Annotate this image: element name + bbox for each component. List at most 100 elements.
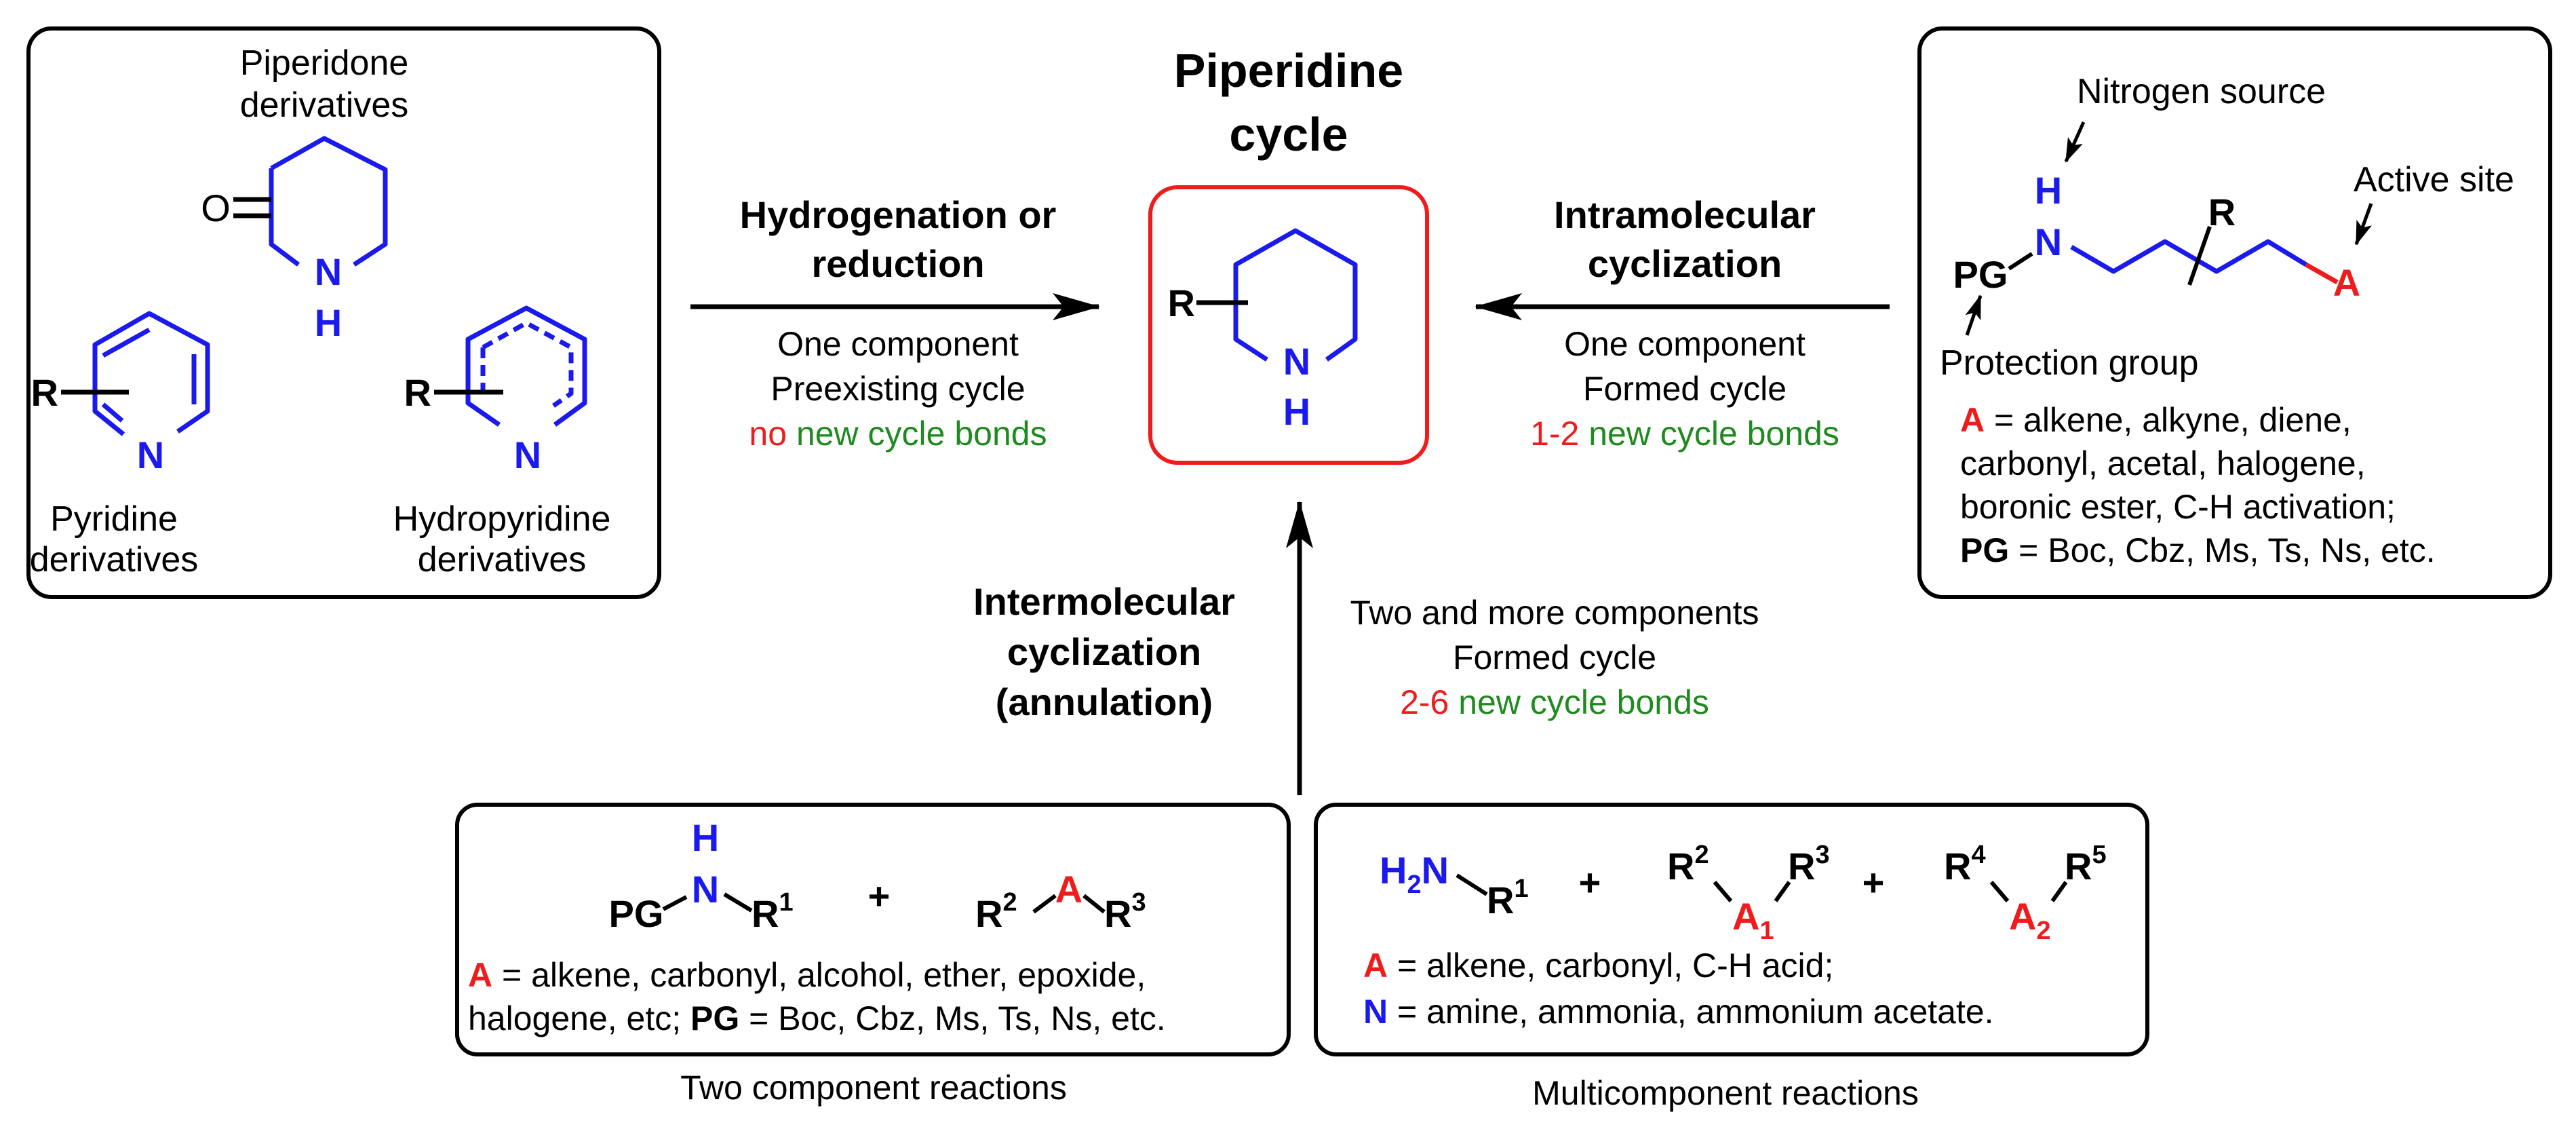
tc-R1: R1: [752, 888, 794, 935]
left-arrow-title-line2: reduction: [811, 242, 984, 285]
piperidone-caption-line2: derivatives: [240, 85, 409, 125]
bottom-arrow-title-line3: (annulation): [996, 681, 1213, 723]
tc-PG-label: PG: [690, 999, 739, 1037]
tc-nitrogen: N: [692, 868, 719, 911]
pyridine-R: R: [31, 371, 58, 414]
pyridine-caption-line2: derivatives: [30, 540, 199, 579]
pyridine-caption-line1: Pyridine: [50, 499, 178, 539]
tc-line2-start: halogene, etc;: [468, 999, 690, 1037]
chain-nitrogen: N: [2035, 221, 2062, 263]
hydropyridine-nitrogen: N: [514, 434, 541, 476]
mc-A1: A1: [1732, 895, 1774, 945]
right-A-label: A: [1960, 401, 1985, 439]
right-PG-definition: PG = Boc, Cbz, Ms, Ts, Ns, etc.: [1960, 531, 2436, 569]
right-arrow-desc-line2: Formed cycle: [1583, 370, 1787, 408]
mc-a1-r3-bond: [1774, 881, 1791, 902]
piperidone-hydrogen: H: [315, 301, 342, 344]
chain-active-A: A: [2333, 261, 2360, 304]
tc-r2-a-bond: [1032, 894, 1057, 914]
piperidine-hydrogen: H: [1283, 390, 1310, 433]
mc-R3: R3: [1788, 841, 1830, 887]
tc-pg-n-bond: [662, 895, 688, 911]
pg-n-bond: [2008, 252, 2033, 271]
right-A-def-line1: = alkene, alkyne, diene,: [1985, 401, 2351, 439]
protection-group-arrow: [1965, 294, 1983, 336]
tc-R3: R3: [1104, 888, 1146, 935]
mc-a2-r5-bond: [2050, 881, 2068, 902]
bottom-arrow-desc-line1: Two and more components: [1350, 594, 1759, 632]
mc-A-label: A: [1363, 947, 1388, 985]
hydropyridine-caption-line2: derivatives: [418, 540, 587, 579]
bottom-arrow-bonds-prefix: 2-6: [1400, 683, 1449, 721]
mc-r4-a2-bond: [1989, 881, 2010, 902]
multicomponent-caption: Multicomponent reactions: [1532, 1074, 1919, 1112]
mc-R4: R4: [1944, 841, 1986, 887]
chain-R: R: [2208, 191, 2236, 233]
hydropyridine-structure: [434, 305, 587, 427]
left-arrow-bonds-suffix: new cycle bonds: [796, 415, 1047, 453]
tc-R2: R2: [975, 888, 1017, 935]
piperidone-nitrogen: N: [315, 250, 342, 293]
protection-group-label: Protection group: [1940, 343, 2199, 383]
mc-N-label: N: [1363, 993, 1388, 1031]
mc-r2-a1-bond: [1713, 881, 1733, 902]
right-PG-def: = Boc, Cbz, Ms, Ts, Ns, etc.: [2009, 531, 2435, 569]
piperidone-caption: Piperidone derivatives: [240, 43, 409, 125]
hydropyridine-caption-line1: Hydropyridine: [393, 499, 611, 539]
bottom-arrow-bonds-suffix: new cycle bonds: [1458, 683, 1709, 721]
piperidine-nitrogen: N: [1283, 340, 1310, 383]
left-arrow-bonds: no new cycle bonds: [749, 415, 1047, 453]
tc-PG-def: = Boc, Cbz, Ms, Ts, Ns, etc.: [739, 999, 1165, 1037]
right-A-definition-line1: A = alkene, alkyne, diene,: [1960, 401, 2351, 439]
tc-A-definition: A = alkene, carbonyl, alcohol, ether, ep…: [468, 956, 1146, 994]
nitrogen-source-arrow: [2064, 121, 2086, 163]
pyridine-nitrogen: N: [137, 434, 164, 476]
mc-A2: A2: [2009, 895, 2051, 945]
mc-plus1: +: [1579, 861, 1601, 904]
mc-N-definition: N = amine, ammonia, ammonium acetate.: [1363, 993, 1994, 1031]
nitrogen-source-label: Nitrogen source: [2077, 72, 2326, 111]
mc-A-def: = alkene, carbonyl, C-H acid;: [1388, 947, 1833, 985]
right-arrow-bonds: 1-2 new cycle bonds: [1530, 415, 1839, 453]
active-site-arrow: [2354, 203, 2373, 246]
chain-R-bond: [2187, 226, 2212, 286]
tc-plus: +: [868, 875, 891, 917]
tc-n-r1-bond: [723, 892, 753, 913]
tc-A-label: A: [468, 956, 492, 994]
right-A-definition-line3: boronic ester, C-H activation;: [1960, 488, 2396, 526]
mc-n-r1-bond: [1456, 873, 1488, 896]
piperidone-caption-line1: Piperidone: [240, 43, 409, 83]
tc-PG: PG: [609, 892, 664, 935]
right-arrow-title-line1: Intramolecular: [1554, 193, 1816, 236]
bottom-arrow-title-line1: Intermolecular: [973, 580, 1235, 623]
two-component-box: [455, 803, 1291, 1056]
left-precursor-box: [26, 26, 661, 599]
chain-hydrogen: H: [2035, 169, 2062, 212]
right-arrow-bonds-suffix: new cycle bonds: [1588, 415, 1839, 453]
right-arrow-bonds-prefix: 1-2: [1530, 415, 1579, 453]
center-title-line2: cycle: [1229, 108, 1348, 161]
tc-hydrogen: H: [692, 816, 719, 859]
chain-PG: PG: [1953, 253, 2008, 296]
carbon-chain: [2070, 239, 2339, 285]
mc-A-definition: A = alkene, carbonyl, C-H acid;: [1363, 947, 1833, 985]
mc-R5: R5: [2065, 841, 2107, 887]
left-arrow-desc-line1: One component: [777, 325, 1019, 363]
mc-plus2: +: [1862, 861, 1885, 904]
piperidone-oxygen: O: [201, 187, 231, 229]
bottom-arrow-bonds: 2-6 new cycle bonds: [1400, 683, 1709, 721]
mc-N-def: = amine, ammonia, ammonium acetate.: [1388, 993, 1993, 1031]
left-arrow-title-line1: Hydrogenation or: [740, 193, 1057, 236]
right-precursor-box: [1917, 26, 2552, 599]
center-title-line1: Piperidine: [1174, 44, 1403, 97]
active-site-label: Active site: [2354, 160, 2514, 199]
bottom-arrow-title-line2: cyclization: [1007, 630, 1201, 673]
piperidine-R: R: [1168, 282, 1195, 324]
right-arrow-desc-line1: One component: [1564, 325, 1806, 363]
left-arrow-bonds-prefix: no: [749, 415, 787, 453]
tc-a-r3-bond: [1082, 894, 1106, 914]
mc-R2: R2: [1667, 841, 1709, 887]
piperidine-ring: [1196, 228, 1358, 362]
hydropyridine-R: R: [404, 371, 431, 414]
